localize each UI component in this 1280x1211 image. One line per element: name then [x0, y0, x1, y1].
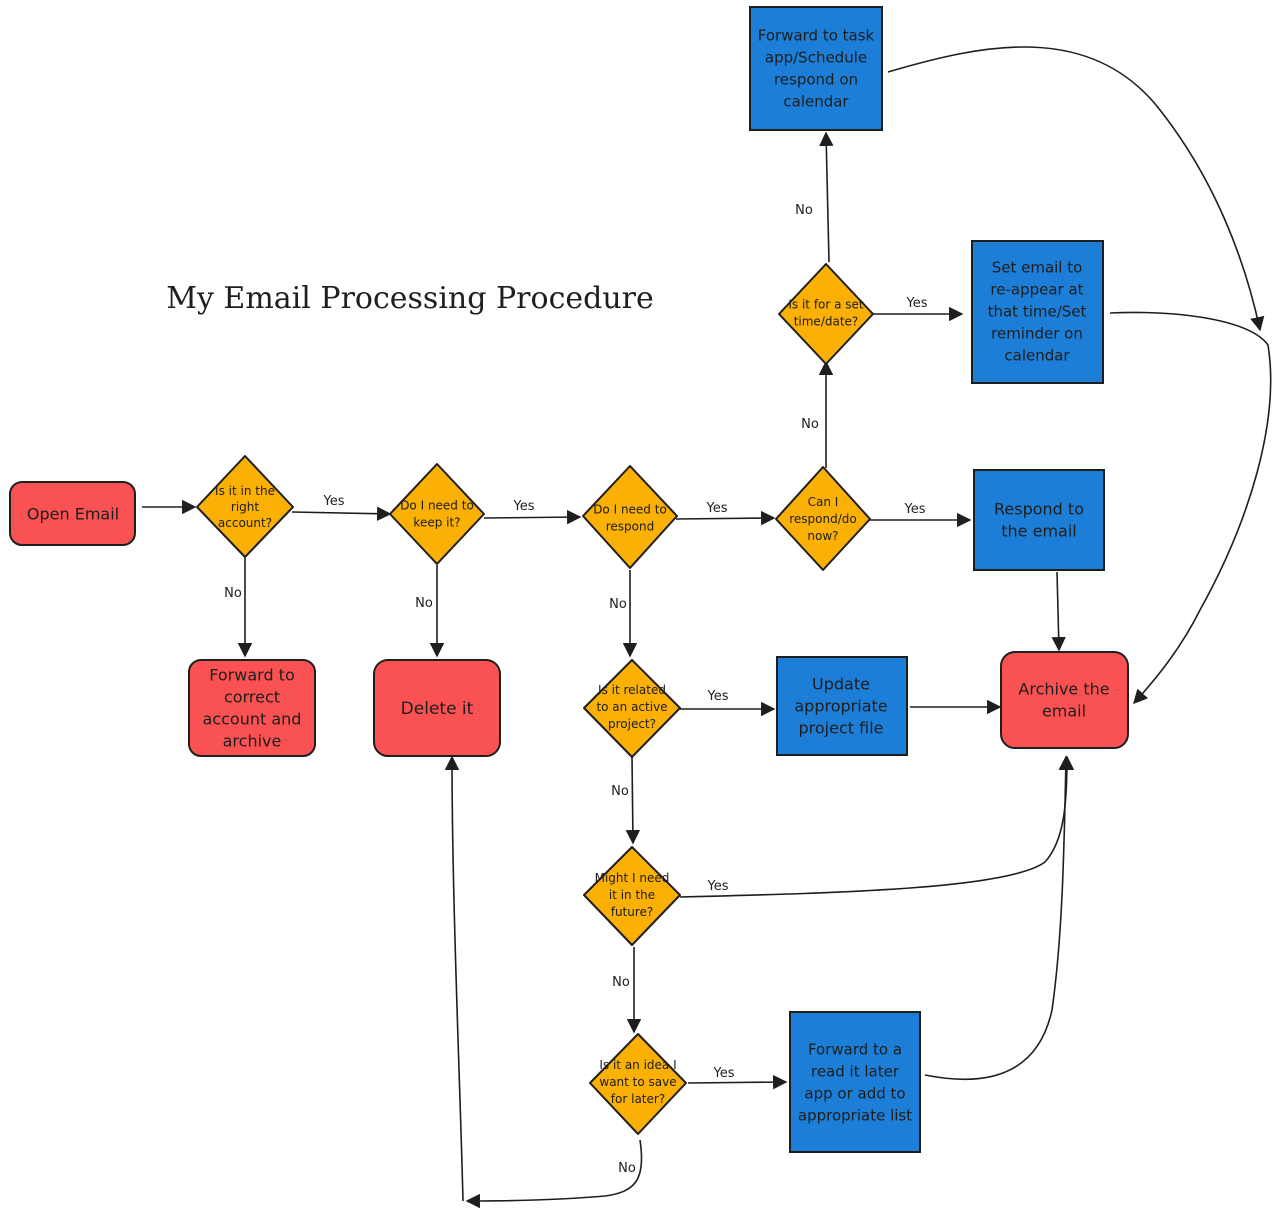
node-right-account-decision[interactable]: [196, 455, 294, 558]
node-forward-correct-account[interactable]: [188, 659, 316, 757]
edge-label-yes: Yes: [707, 879, 729, 894]
node-archive-email[interactable]: [1000, 651, 1129, 749]
node-can-respond-now-decision[interactable]: [775, 466, 871, 571]
edge-settime-to-forwardtask: [819, 131, 834, 263]
edge-label-no: No: [609, 597, 627, 612]
nodes: [9, 6, 1129, 1153]
edge-keep-to-respond: [483, 509, 582, 525]
edge-respond-to-cannow: [675, 510, 776, 526]
node-label-open-email: Open Email: [27, 505, 119, 524]
node-need-future-decision[interactable]: [583, 846, 681, 946]
node-set-time-decision[interactable]: [778, 263, 874, 365]
edge-label-no: No: [612, 975, 630, 990]
edge-reappear-to-archive: [1109, 311, 1272, 705]
node-label-delete-it: Delete it: [401, 699, 474, 719]
edge-project-to-future: [625, 756, 641, 845]
edge-label-no: No: [224, 586, 242, 601]
node-respond-email[interactable]: [973, 469, 1105, 571]
edge-label-yes: Yes: [513, 499, 535, 514]
edge-label-no: No: [801, 417, 819, 432]
edge-label-yes: Yes: [904, 502, 926, 517]
edge-future-to-archive: [679, 755, 1075, 898]
edge-label-no: No: [795, 203, 813, 218]
diagram-title: My Email Processing Procedure: [166, 281, 654, 316]
node-need-respond-decision[interactable]: [582, 465, 678, 569]
edge-label-yes: Yes: [713, 1066, 735, 1081]
edge-label-yes: Yes: [323, 494, 345, 509]
node-need-keep-decision[interactable]: [389, 463, 485, 565]
edge-forwardtask-to-archive: [887, 46, 1265, 332]
node-active-project-decision[interactable]: [583, 659, 681, 758]
edge-respondemail-to-archive: [1051, 571, 1066, 652]
edge-idea-to-delete-b: [444, 755, 464, 1202]
edge-label-no: No: [611, 784, 629, 799]
node-set-reappear[interactable]: [971, 240, 1104, 384]
edges: [142, 46, 1272, 1209]
edge-readlater-to-archive: [924, 755, 1073, 1081]
node-delete-it[interactable]: [373, 659, 501, 757]
node-forward-task-app[interactable]: [749, 6, 883, 131]
edge-label-no: No: [415, 596, 433, 611]
edge-idea-to-delete-a: [465, 1139, 643, 1209]
node-open-email[interactable]: [9, 481, 136, 546]
edge-labels: Yes No Yes No Yes No Yes No Yes No Yes N…: [224, 203, 928, 1176]
edge-idea-to-readlater: [687, 1074, 788, 1090]
edge-label-yes: Yes: [707, 689, 729, 704]
node-update-project-file[interactable]: [776, 656, 908, 756]
edge-label-yes: Yes: [706, 501, 728, 516]
node-idea-save-decision[interactable]: [589, 1033, 687, 1135]
edge-account-to-keep: [291, 506, 392, 521]
edge-label-no: No: [618, 1161, 636, 1176]
edge-label-yes: Yes: [906, 296, 928, 311]
node-read-later[interactable]: [789, 1011, 921, 1153]
